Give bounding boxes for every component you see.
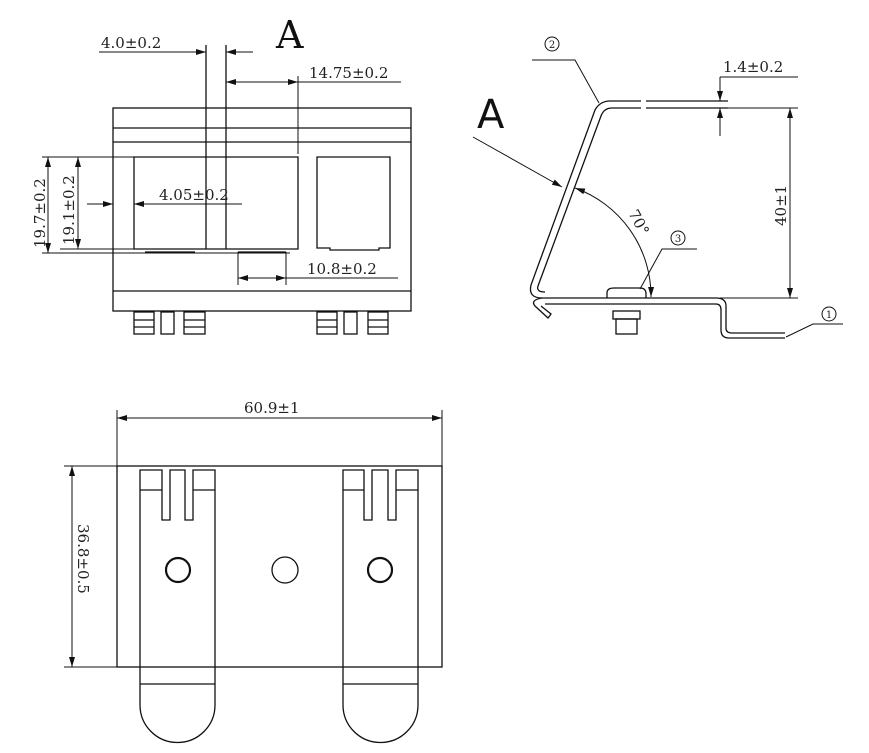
dim-4-0: 4.0±0.2 <box>101 34 161 52</box>
dim-40: 40±1 <box>772 185 790 226</box>
left-window <box>133 156 299 250</box>
mounting-hole <box>164 556 192 584</box>
dim-19-1: 19.1±0.2 <box>60 175 78 245</box>
dim-36-8: 36.8±0.5 <box>74 524 92 594</box>
base-outline <box>116 465 443 668</box>
dim-19-7: 19.7±0.2 <box>31 178 49 248</box>
center-hole <box>271 556 299 584</box>
dim-14-75: 14.75±0.2 <box>309 64 388 82</box>
angle-arc <box>574 187 655 298</box>
pins <box>133 311 389 335</box>
svg-text:2: 2 <box>549 40 555 51</box>
mounting-hole <box>366 556 394 584</box>
right-terminal <box>342 469 419 744</box>
bracket-base <box>545 303 785 339</box>
dim-1-4: 1.4±0.2 <box>723 58 783 76</box>
nut <box>606 287 647 298</box>
view-label-a-side: A <box>477 92 505 138</box>
view-arrow <box>472 136 563 188</box>
side-view: A 40±1 1.4±0.2 70° 2 3 <box>472 36 843 339</box>
left-terminal <box>139 469 216 744</box>
right-window <box>316 156 391 251</box>
dim-angle-70: 70° <box>624 206 652 238</box>
callout-2: 2 <box>532 36 600 104</box>
svg-text:1: 1 <box>826 310 832 321</box>
housing-outline <box>112 107 412 312</box>
svg-text:3: 3 <box>675 234 681 245</box>
view-label-a: A <box>275 13 304 57</box>
callout-3: 3 <box>639 230 697 290</box>
dim-60-9: 60.9±1 <box>244 399 300 417</box>
dim-10-8: 10.8±0.2 <box>307 260 377 278</box>
bracket-inner <box>529 100 716 299</box>
top-view: A 4.0±0.2 14.75±0.2 <box>31 13 412 335</box>
callout-1: 1 <box>785 306 843 338</box>
dim-4-05: 4.05±0.2 <box>159 186 229 204</box>
bottom-view: 60.9±1 36.8±0.5 <box>64 399 443 744</box>
